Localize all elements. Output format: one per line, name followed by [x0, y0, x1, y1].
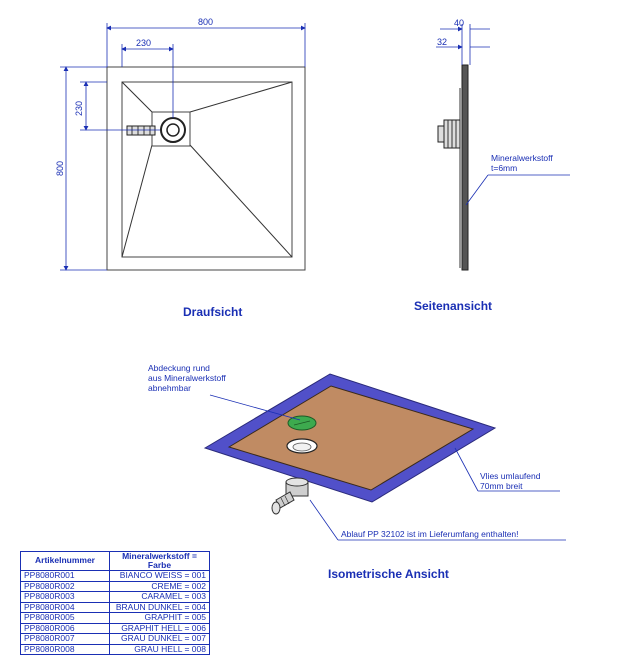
dim-width-label: 800	[198, 17, 213, 27]
side-profile	[461, 64, 469, 271]
cover-label-3: abnehmbar	[148, 383, 191, 393]
header-article: Artikelnummer	[20, 551, 110, 571]
article-cell: PP8080R007	[20, 633, 110, 645]
dim-inner-label: 32	[437, 37, 447, 47]
drain-note: Ablauf PP 32102 ist im Lieferumfang enth…	[341, 529, 519, 539]
tray-outline	[106, 66, 306, 271]
dim-offset-x-label: 230	[136, 38, 151, 48]
article-cell: PP8080R002	[20, 580, 110, 592]
side-view-title: Seitenansicht	[414, 299, 492, 313]
dim-height-label: 800	[55, 161, 65, 176]
color-cell: BIANCO WEISS = 001	[109, 570, 210, 582]
drain-inner-ring	[166, 123, 180, 137]
article-cell: PP8080R003	[20, 591, 110, 603]
drain-outer-ring	[160, 117, 186, 143]
cover-label-1: Abdeckung rund	[148, 363, 210, 373]
header-color: Mineralwerkstoff = Farbe	[109, 551, 210, 571]
article-cell: PP8080R004	[20, 601, 110, 613]
iso-view-title: Isometrische Ansicht	[328, 567, 449, 581]
color-cell: GRAU DUNKEL = 007	[109, 633, 210, 645]
fleece-label-2: 70mm breit	[480, 481, 523, 491]
drain-outlet-pipe	[126, 125, 156, 136]
article-cell: PP8080R008	[20, 643, 110, 655]
top-view: 800 230 230 800 Draufsicht	[55, 17, 306, 319]
cover-label-2: aus Mineralwerkstoff	[148, 373, 226, 383]
side-view: 40 32 Mineralwerkstoff t=6mm Seitenansic…	[414, 18, 570, 313]
color-cell: CREME = 002	[109, 580, 210, 592]
article-cell: PP8080R005	[20, 612, 110, 624]
fleece-label-1: Vlies umlaufend	[480, 471, 541, 481]
dim-offset-y-label: 230	[74, 101, 84, 116]
material-label: Mineralwerkstoff	[491, 153, 553, 163]
dim-total-label: 40	[454, 18, 464, 28]
color-cell: GRAPHIT HELL = 006	[109, 622, 210, 634]
top-view-title: Draufsicht	[183, 305, 242, 319]
material-thickness-label: t=6mm	[491, 163, 517, 173]
isometric-view: Abdeckung rund aus Mineralwerkstoff abne…	[148, 363, 566, 581]
color-cell: CARAMEL = 003	[109, 591, 210, 603]
article-cell: PP8080R006	[20, 622, 110, 634]
tray-top-surface	[227, 385, 475, 491]
iso-drain-pipe	[271, 477, 309, 515]
color-cell: GRAPHIT = 005	[109, 612, 210, 624]
color-cell: GRAU HELL = 008	[109, 643, 210, 655]
article-table: Artikelnummer Mineralwerkstoff = Farbe P…	[20, 551, 210, 655]
tray-inner-surface	[121, 81, 293, 258]
article-cell: PP8080R001	[20, 570, 110, 582]
color-cell: BRAUN DUNKEL = 004	[109, 601, 210, 613]
